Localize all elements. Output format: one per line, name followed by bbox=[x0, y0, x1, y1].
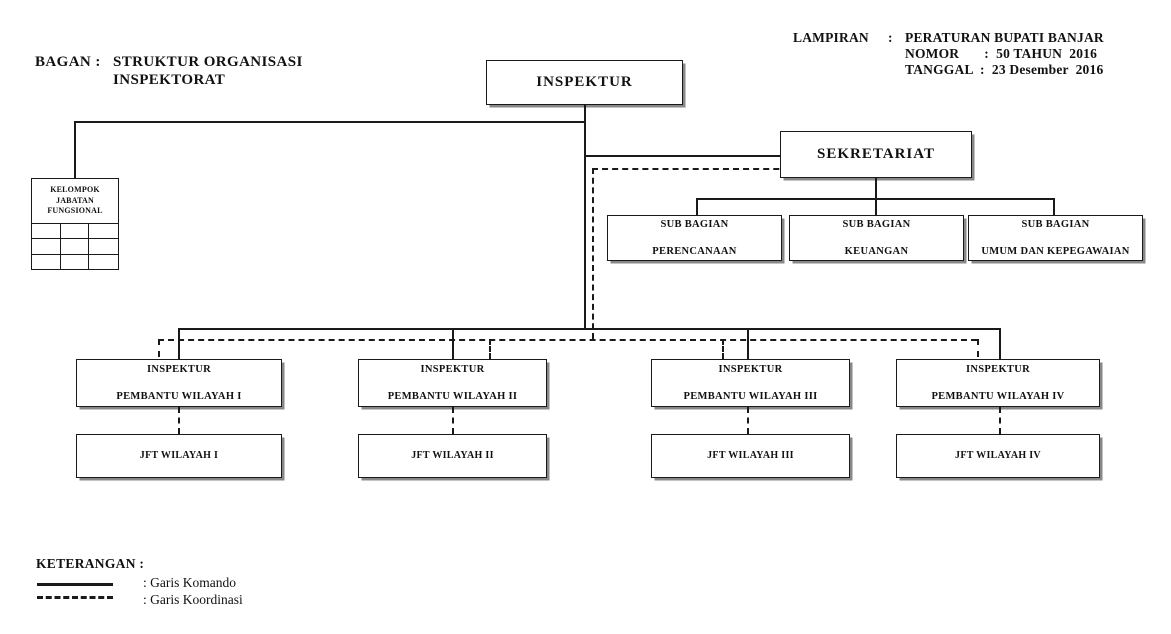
sub-bagian-2-line-1: SUB BAGIAN bbox=[842, 219, 911, 231]
lampiran-colon: : bbox=[888, 30, 893, 45]
pembantu-3-line-1: INSPEKTUR bbox=[718, 364, 783, 376]
connector-pembantu-1-drop bbox=[178, 328, 180, 359]
kjf-cell bbox=[89, 239, 118, 255]
node-inspektur-pembantu-wilayah-1[interactable]: INSPEKTUR PEMBANTU WILAYAH I bbox=[76, 359, 282, 407]
jft-2-label: JFT WILAYAH II bbox=[411, 449, 494, 461]
header-line-3: TANGGAL : 23 Desember 2016 bbox=[905, 62, 1104, 77]
sub-bagian-3-line-2: UMUM DAN KEPEGAWAIAN bbox=[981, 245, 1130, 257]
connector-jft-2-link bbox=[452, 407, 454, 434]
lampiran-label: LAMPIRAN bbox=[793, 30, 869, 45]
node-kelompok-jabatan-fungsional[interactable]: KELOMPOK JABATAN FUNGSIONAL bbox=[31, 178, 119, 270]
legend-title: KETERANGAN : bbox=[36, 556, 145, 571]
node-jft-wilayah-1[interactable]: JFT WILAYAH I bbox=[76, 434, 282, 478]
connector-kjf-vertical bbox=[74, 121, 76, 179]
kjf-cell bbox=[89, 255, 118, 270]
sub-bagian-2-line-2: KEUANGAN bbox=[844, 245, 909, 257]
node-inspektur-label: INSPEKTUR bbox=[536, 74, 633, 91]
connector-jft-4-link bbox=[999, 407, 1001, 434]
kjf-cell bbox=[32, 224, 61, 240]
pembantu-1-line-2: PEMBANTU WILAYAH I bbox=[116, 390, 242, 402]
connector-pembantu-coordination-right-stub bbox=[977, 339, 979, 357]
connector-kjf-horizontal bbox=[74, 121, 585, 123]
connector-subbagian-1-drop bbox=[696, 198, 698, 215]
connector-coordination-trunk bbox=[592, 168, 594, 339]
kjf-cell bbox=[60, 239, 90, 255]
kjf-cell bbox=[89, 224, 118, 240]
header-line-1: PERATURAN BUPATI BANJAR bbox=[905, 30, 1104, 45]
pembantu-2-line-2: PEMBANTU WILAYAH II bbox=[387, 390, 518, 402]
chart-title-line-1: STRUKTUR ORGANISASI bbox=[113, 54, 303, 70]
kjf-line-2: JABATAN bbox=[56, 195, 94, 205]
node-inspektur-pembantu-wilayah-4[interactable]: INSPEKTUR PEMBANTU WILAYAH IV bbox=[896, 359, 1100, 407]
sub-bagian-3-line-1: SUB BAGIAN bbox=[1021, 219, 1090, 231]
connector-jft-1-link bbox=[178, 407, 180, 434]
connector-pembantu-2-drop bbox=[452, 328, 454, 359]
jft-1-label: JFT WILAYAH I bbox=[139, 449, 219, 461]
node-inspektur[interactable]: INSPEKTUR bbox=[486, 60, 683, 105]
connector-jft-3-link bbox=[747, 407, 749, 434]
legend-solid-line-swatch bbox=[37, 583, 113, 586]
connector-pembantu-3-drop bbox=[747, 328, 749, 359]
kjf-line-1: KELOMPOK bbox=[50, 185, 100, 195]
node-jft-wilayah-2[interactable]: JFT WILAYAH II bbox=[358, 434, 547, 478]
pembantu-1-line-1: INSPEKTUR bbox=[147, 364, 211, 376]
pembantu-4-line-2: PEMBANTU WILAYAH IV bbox=[931, 390, 1065, 402]
kjf-cell bbox=[60, 224, 90, 240]
node-sekretariat-label: SEKRETARIAT bbox=[817, 146, 935, 163]
legend-solid-label: : Garis Komando bbox=[143, 575, 236, 590]
legend-dashed-label: : Garis Koordinasi bbox=[143, 592, 243, 607]
connector-inspektur-trunk bbox=[584, 105, 586, 329]
connector-pembantu-coordination-left-stub bbox=[158, 339, 160, 357]
connector-sekretariat-drop bbox=[875, 178, 877, 198]
header-line-2: NOMOR : 50 TAHUN 2016 bbox=[905, 46, 1098, 61]
node-sekretariat[interactable]: SEKRETARIAT bbox=[780, 131, 972, 178]
connector-subbagian-3-drop bbox=[1053, 198, 1055, 215]
connector-sekretariat-command bbox=[584, 155, 880, 157]
node-jft-wilayah-4[interactable]: JFT WILAYAH IV bbox=[896, 434, 1100, 478]
connector-pembantu-bus-coordination bbox=[158, 339, 977, 341]
node-inspektur-pembantu-wilayah-3[interactable]: INSPEKTUR PEMBANTU WILAYAH III bbox=[651, 359, 850, 407]
connector-pembantu-4-drop bbox=[999, 328, 1001, 359]
kjf-cell bbox=[32, 254, 61, 270]
connector-subbagian-2-drop bbox=[875, 198, 877, 215]
kjf-cell bbox=[32, 239, 61, 255]
jft-4-label: JFT WILAYAH IV bbox=[955, 449, 1041, 461]
node-sub-bagian-umum-dan-kepegawaian[interactable]: SUB BAGIAN UMUM DAN KEPEGAWAIAN bbox=[968, 215, 1143, 261]
node-sub-bagian-keuangan[interactable]: SUB BAGIAN KEUANGAN bbox=[789, 215, 964, 261]
connector-pembantu-3-coordination-drop bbox=[722, 339, 724, 359]
chart-title-line-2: INSPEKTORAT bbox=[113, 72, 226, 88]
connector-pembantu-bus-command bbox=[178, 328, 999, 330]
kjf-cell bbox=[61, 254, 90, 270]
connector-pembantu-2-coordination-drop bbox=[489, 339, 491, 359]
pembantu-2-line-1: INSPEKTUR bbox=[420, 364, 485, 376]
pembantu-4-line-1: INSPEKTUR bbox=[966, 364, 1030, 376]
pembantu-3-line-2: PEMBANTU WILAYAH III bbox=[683, 390, 818, 402]
kjf-title: KELOMPOK JABATAN FUNGSIONAL bbox=[32, 179, 118, 224]
legend-dashed-line-swatch bbox=[37, 596, 113, 599]
sub-bagian-1-line-1: SUB BAGIAN bbox=[660, 219, 729, 231]
jft-3-label: JFT WILAYAH III bbox=[707, 449, 794, 461]
kjf-grid bbox=[32, 224, 118, 270]
kjf-line-3: FUNGSIONAL bbox=[47, 206, 103, 216]
node-inspektur-pembantu-wilayah-2[interactable]: INSPEKTUR PEMBANTU WILAYAH II bbox=[358, 359, 547, 407]
sub-bagian-1-line-2: PERENCANAAN bbox=[652, 245, 737, 257]
node-jft-wilayah-3[interactable]: JFT WILAYAH III bbox=[651, 434, 850, 478]
bagan-label: BAGAN : bbox=[35, 54, 101, 70]
node-sub-bagian-perencanaan[interactable]: SUB BAGIAN PERENCANAAN bbox=[607, 215, 782, 261]
connector-sekretariat-coordination bbox=[592, 168, 880, 170]
